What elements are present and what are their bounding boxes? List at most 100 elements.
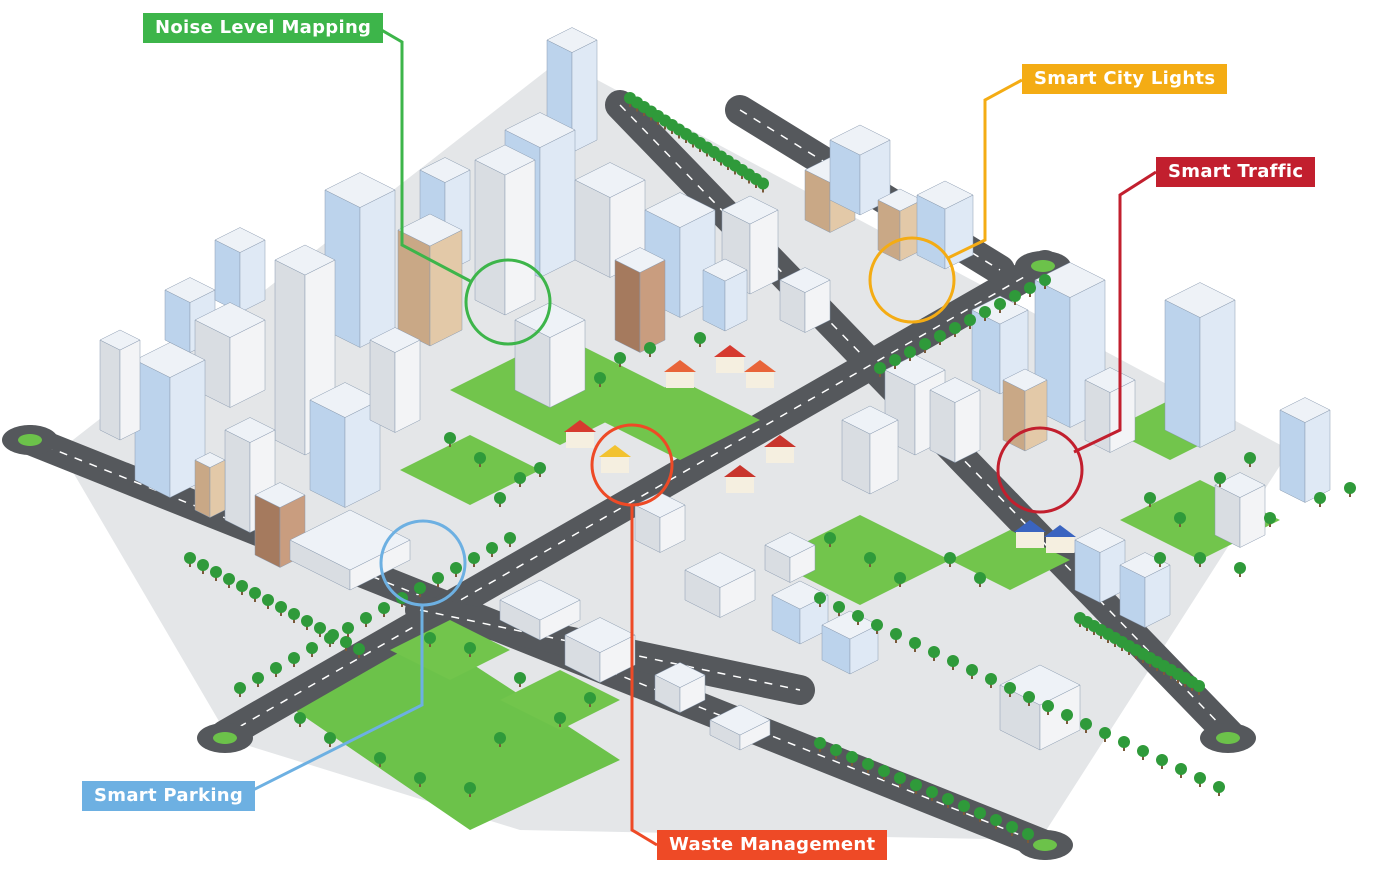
tree <box>464 642 476 654</box>
building-front <box>1304 409 1331 503</box>
tree <box>894 772 906 784</box>
building-front <box>504 159 536 316</box>
building-front <box>539 129 576 278</box>
parking-highlight-circle <box>379 519 467 607</box>
road-marking <box>224 264 1046 736</box>
tree <box>944 552 956 564</box>
building-side <box>369 339 396 433</box>
parking-callout-line <box>252 605 424 792</box>
park-lot <box>500 670 620 730</box>
tree <box>252 672 264 684</box>
tree <box>1244 452 1256 464</box>
building-roof <box>1074 527 1126 553</box>
tree <box>504 532 516 544</box>
tree <box>830 744 842 756</box>
tree <box>942 793 954 805</box>
building-side <box>1002 379 1026 452</box>
tree <box>210 566 222 578</box>
tree <box>1193 680 1205 692</box>
building-roof <box>1279 397 1331 423</box>
tree <box>486 542 498 554</box>
tree <box>1213 781 1225 793</box>
tree <box>262 594 274 606</box>
building-roof <box>546 27 598 53</box>
house <box>601 457 629 473</box>
tree <box>1214 472 1226 484</box>
tree <box>833 601 845 613</box>
building-front <box>639 259 666 353</box>
tree <box>1099 727 1111 739</box>
building-roof <box>929 377 981 403</box>
tree <box>814 737 826 749</box>
building-front <box>394 339 421 433</box>
tree <box>1154 552 1166 564</box>
house <box>726 477 754 493</box>
tree <box>1080 718 1092 730</box>
tree <box>534 462 546 474</box>
park-lot <box>400 435 540 505</box>
tree <box>824 532 836 544</box>
tree <box>1024 282 1036 294</box>
building-front <box>119 339 141 441</box>
building-side <box>971 309 1001 395</box>
tree <box>1023 691 1035 703</box>
tree <box>874 362 886 374</box>
tree <box>554 712 566 724</box>
tree <box>594 372 606 384</box>
tree <box>1174 512 1186 524</box>
smart-traffic-label: Smart Traffic <box>1156 157 1316 187</box>
tree <box>614 352 626 364</box>
tree <box>314 622 326 634</box>
tree <box>910 779 922 791</box>
tree <box>1137 745 1149 757</box>
tree <box>424 632 436 644</box>
tree <box>1175 763 1187 775</box>
tree <box>494 492 506 504</box>
tree <box>353 643 365 655</box>
building-roof <box>709 704 771 736</box>
tree <box>694 332 706 344</box>
smart-city-lights-label: Smart City Lights <box>1022 64 1228 94</box>
building-side <box>614 259 641 353</box>
park-lot <box>770 515 950 605</box>
traffic-highlight-circle <box>996 426 1084 514</box>
tree <box>1194 552 1206 564</box>
tree <box>306 642 318 654</box>
building-roof <box>841 405 899 435</box>
tree <box>964 314 976 326</box>
building-front <box>749 209 779 295</box>
traffic-callout-line <box>1073 170 1157 454</box>
building-side <box>1164 299 1201 448</box>
building-roof <box>289 509 411 571</box>
building-roof <box>634 492 686 518</box>
lights-callout-line <box>947 78 1023 260</box>
house <box>1046 537 1074 553</box>
tree <box>584 692 596 704</box>
tree <box>474 452 486 464</box>
building-roof <box>829 124 891 156</box>
tree <box>494 732 506 744</box>
tree <box>1156 754 1168 766</box>
house <box>766 447 794 463</box>
noise-level-mapping-label: Noise Level Mapping <box>143 13 384 43</box>
callout-lines <box>252 26 1157 847</box>
building-roof <box>1084 367 1136 393</box>
building-roof <box>134 342 206 378</box>
building-roof <box>504 112 576 148</box>
tree <box>301 615 313 627</box>
tree <box>1144 492 1156 504</box>
building-roof <box>324 172 396 208</box>
tree <box>1314 492 1326 504</box>
tree <box>414 772 426 784</box>
house-roof <box>764 435 796 447</box>
building-roof <box>214 227 266 253</box>
tree <box>871 619 883 631</box>
lights-highlight-circle <box>868 236 956 324</box>
tree <box>934 330 946 342</box>
tree <box>288 652 300 664</box>
house <box>716 357 744 373</box>
building-side <box>397 229 431 347</box>
building-side <box>194 459 211 518</box>
tree <box>1042 700 1054 712</box>
tree <box>1061 709 1073 721</box>
